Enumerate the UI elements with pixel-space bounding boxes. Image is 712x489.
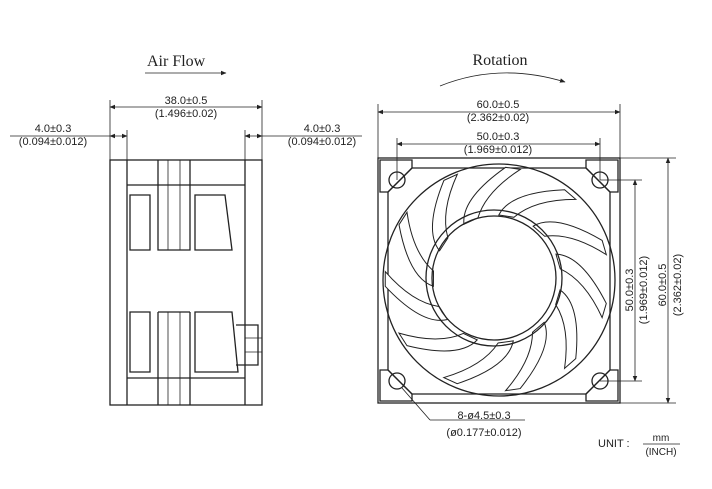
hole-spacing-mm: 50.0±0.3 xyxy=(477,131,520,143)
left-flange-inch: (0.094±0.012) xyxy=(19,136,87,148)
fan-blade xyxy=(463,166,522,225)
unit-primary: mm xyxy=(653,433,670,444)
fan-blade xyxy=(555,289,578,370)
fan-blade xyxy=(384,270,449,321)
hole-callout-mm: 8-ø4.5±0.3 xyxy=(457,410,510,422)
right-flange-mm: 4.0±0.3 xyxy=(304,123,341,135)
hole-callout-inch: (ø0.177±0.012) xyxy=(446,427,521,439)
depth-dim-mm: 38.0±0.5 xyxy=(165,95,208,107)
fan-blade xyxy=(555,253,607,320)
unit-secondary: (INCH) xyxy=(645,447,676,458)
side-view: Air Flow 38.0±0.5 (1.496±0.02) 4.0±0.3 (… xyxy=(10,53,362,406)
unit-label: UNIT : xyxy=(598,438,630,450)
frame-width-mm: 60.0±0.5 xyxy=(477,99,520,111)
frame-outline xyxy=(377,157,621,404)
frame-height-mm: 60.0±0.5 xyxy=(657,264,669,307)
fan-blade xyxy=(431,173,459,252)
frame-width-inch: (2.362±0.02) xyxy=(467,112,529,124)
hole-spacing-inch: (1.969±0.012) xyxy=(464,144,532,156)
right-flange-inch: (0.094±0.012) xyxy=(288,136,356,148)
fan-opening xyxy=(382,163,616,397)
fan-blade xyxy=(498,189,578,218)
hub-outer xyxy=(425,209,563,347)
frame-height-inch: (2.362±0.02) xyxy=(672,254,684,316)
fan-blade xyxy=(442,340,514,385)
depth-dim-inch: (1.496±0.02) xyxy=(155,108,217,120)
hole-spacing-v-inch: (1.969±0.012) xyxy=(638,256,650,324)
front-view: Rotation 60.0±0.5 (2.362±0.02) 50.0±0.3 … xyxy=(377,52,684,439)
fan-blades xyxy=(384,166,608,392)
mounting-holes xyxy=(379,159,619,402)
airflow-label: Air Flow xyxy=(147,53,206,70)
hole-leader xyxy=(401,387,431,421)
rotation-arrow xyxy=(439,72,566,87)
fan-blade xyxy=(504,321,547,392)
hub-inner xyxy=(431,215,557,341)
fan-blade xyxy=(398,210,435,287)
unit-legend: UNIT : mm (INCH) xyxy=(598,433,680,458)
fan-blade xyxy=(397,332,479,352)
side-outline xyxy=(109,159,263,406)
fan-blade xyxy=(532,221,608,256)
hole-spacing-v-mm: 50.0±0.3 xyxy=(624,269,636,312)
rotation-label: Rotation xyxy=(472,52,527,69)
left-flange-mm: 4.0±0.3 xyxy=(35,123,72,135)
